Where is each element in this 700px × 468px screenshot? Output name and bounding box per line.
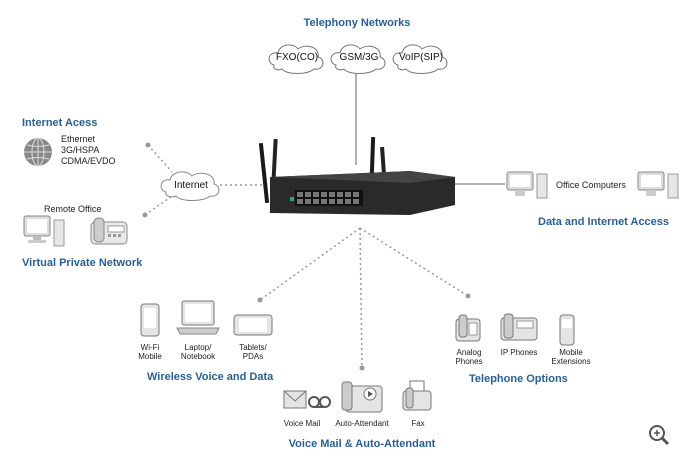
office-computer-left-icon (505, 170, 549, 200)
access-3g: 3G/HSPA (61, 145, 100, 155)
access-cdma: CDMA/EVDO (61, 156, 116, 166)
mobile-ext-line2: Extensions (551, 357, 591, 366)
wireless-title: Wireless Voice and Data (147, 371, 274, 383)
laptop-line2: Notebook (180, 352, 216, 361)
tablet-line2: PDAs (242, 352, 264, 361)
internet-cloud-label: Internet (174, 180, 208, 191)
auto-attendant-icon (338, 380, 386, 414)
auto-attendant-label: Auto-Attendant (335, 419, 389, 428)
wifi-mobile-icon (138, 303, 162, 337)
internet-access-list: Ethernet 3G/HSPA CDMA/EVDO (61, 134, 116, 167)
mobile-phone-icon (558, 314, 576, 346)
cloud-voip-label: VoIP(SIP) (399, 52, 443, 63)
wifi-mobile-line1: Wi-Fi (140, 343, 160, 352)
internet-cloud: Internet (160, 170, 222, 202)
analog-phone-icon (453, 313, 483, 343)
cloud-fxo-label: FXO(CO) (275, 52, 319, 63)
laptop-line1: Laptop/ (184, 343, 212, 352)
ip-phone-icon (500, 313, 538, 341)
analog-line1: Analog (456, 348, 482, 357)
zoom-in-icon[interactable] (648, 424, 670, 446)
wifi-mobile-line2: Mobile (138, 352, 162, 361)
router-image (250, 135, 460, 225)
office-computer-right-icon (636, 170, 680, 200)
voicemail-icon (283, 389, 331, 411)
data-access-title: Data and Internet Access (538, 216, 670, 228)
laptop-icon (176, 300, 220, 336)
telephone-options-title: Telephone Options (469, 373, 568, 385)
router-icon (258, 136, 455, 215)
voicemail-label: Voice Mail (283, 419, 321, 428)
ip-phones-label: IP Phones (501, 348, 538, 357)
tablet-icon (233, 314, 273, 336)
office-computers-label: Office Computers (556, 180, 626, 190)
fax-label: Fax (411, 419, 425, 428)
mobile-ext-line1: Mobile (559, 348, 583, 357)
globe-icon (22, 136, 54, 168)
fax-icon (401, 380, 433, 412)
cloud-gsm-label: GSM/3G (339, 52, 379, 63)
internet-access-title: Internet Acess (22, 117, 98, 129)
desktop-computer-icon (22, 214, 66, 248)
vpn-title: Virtual Private Network (22, 257, 143, 269)
telephony-clouds: FXO(CO) GSM/3G VoIP(SIP) (268, 41, 448, 75)
phone-icon (90, 216, 128, 246)
analog-line2: Phones (455, 357, 483, 366)
ip-phones-line1: IP Phones (500, 348, 538, 357)
access-ethernet: Ethernet (61, 134, 96, 144)
laptop-label: Laptop/Notebook (181, 343, 215, 361)
tablet-line1: Tablets/ (239, 343, 267, 352)
telephony-title: Telephony Networks (303, 17, 411, 29)
remote-office-label: Remote Office (44, 204, 102, 214)
telephony-cloud-shapes (268, 44, 448, 74)
tablet-label: Tablets/PDAs (239, 343, 267, 361)
voicemail-title: Voice Mail & Auto-Attendant (288, 438, 436, 450)
